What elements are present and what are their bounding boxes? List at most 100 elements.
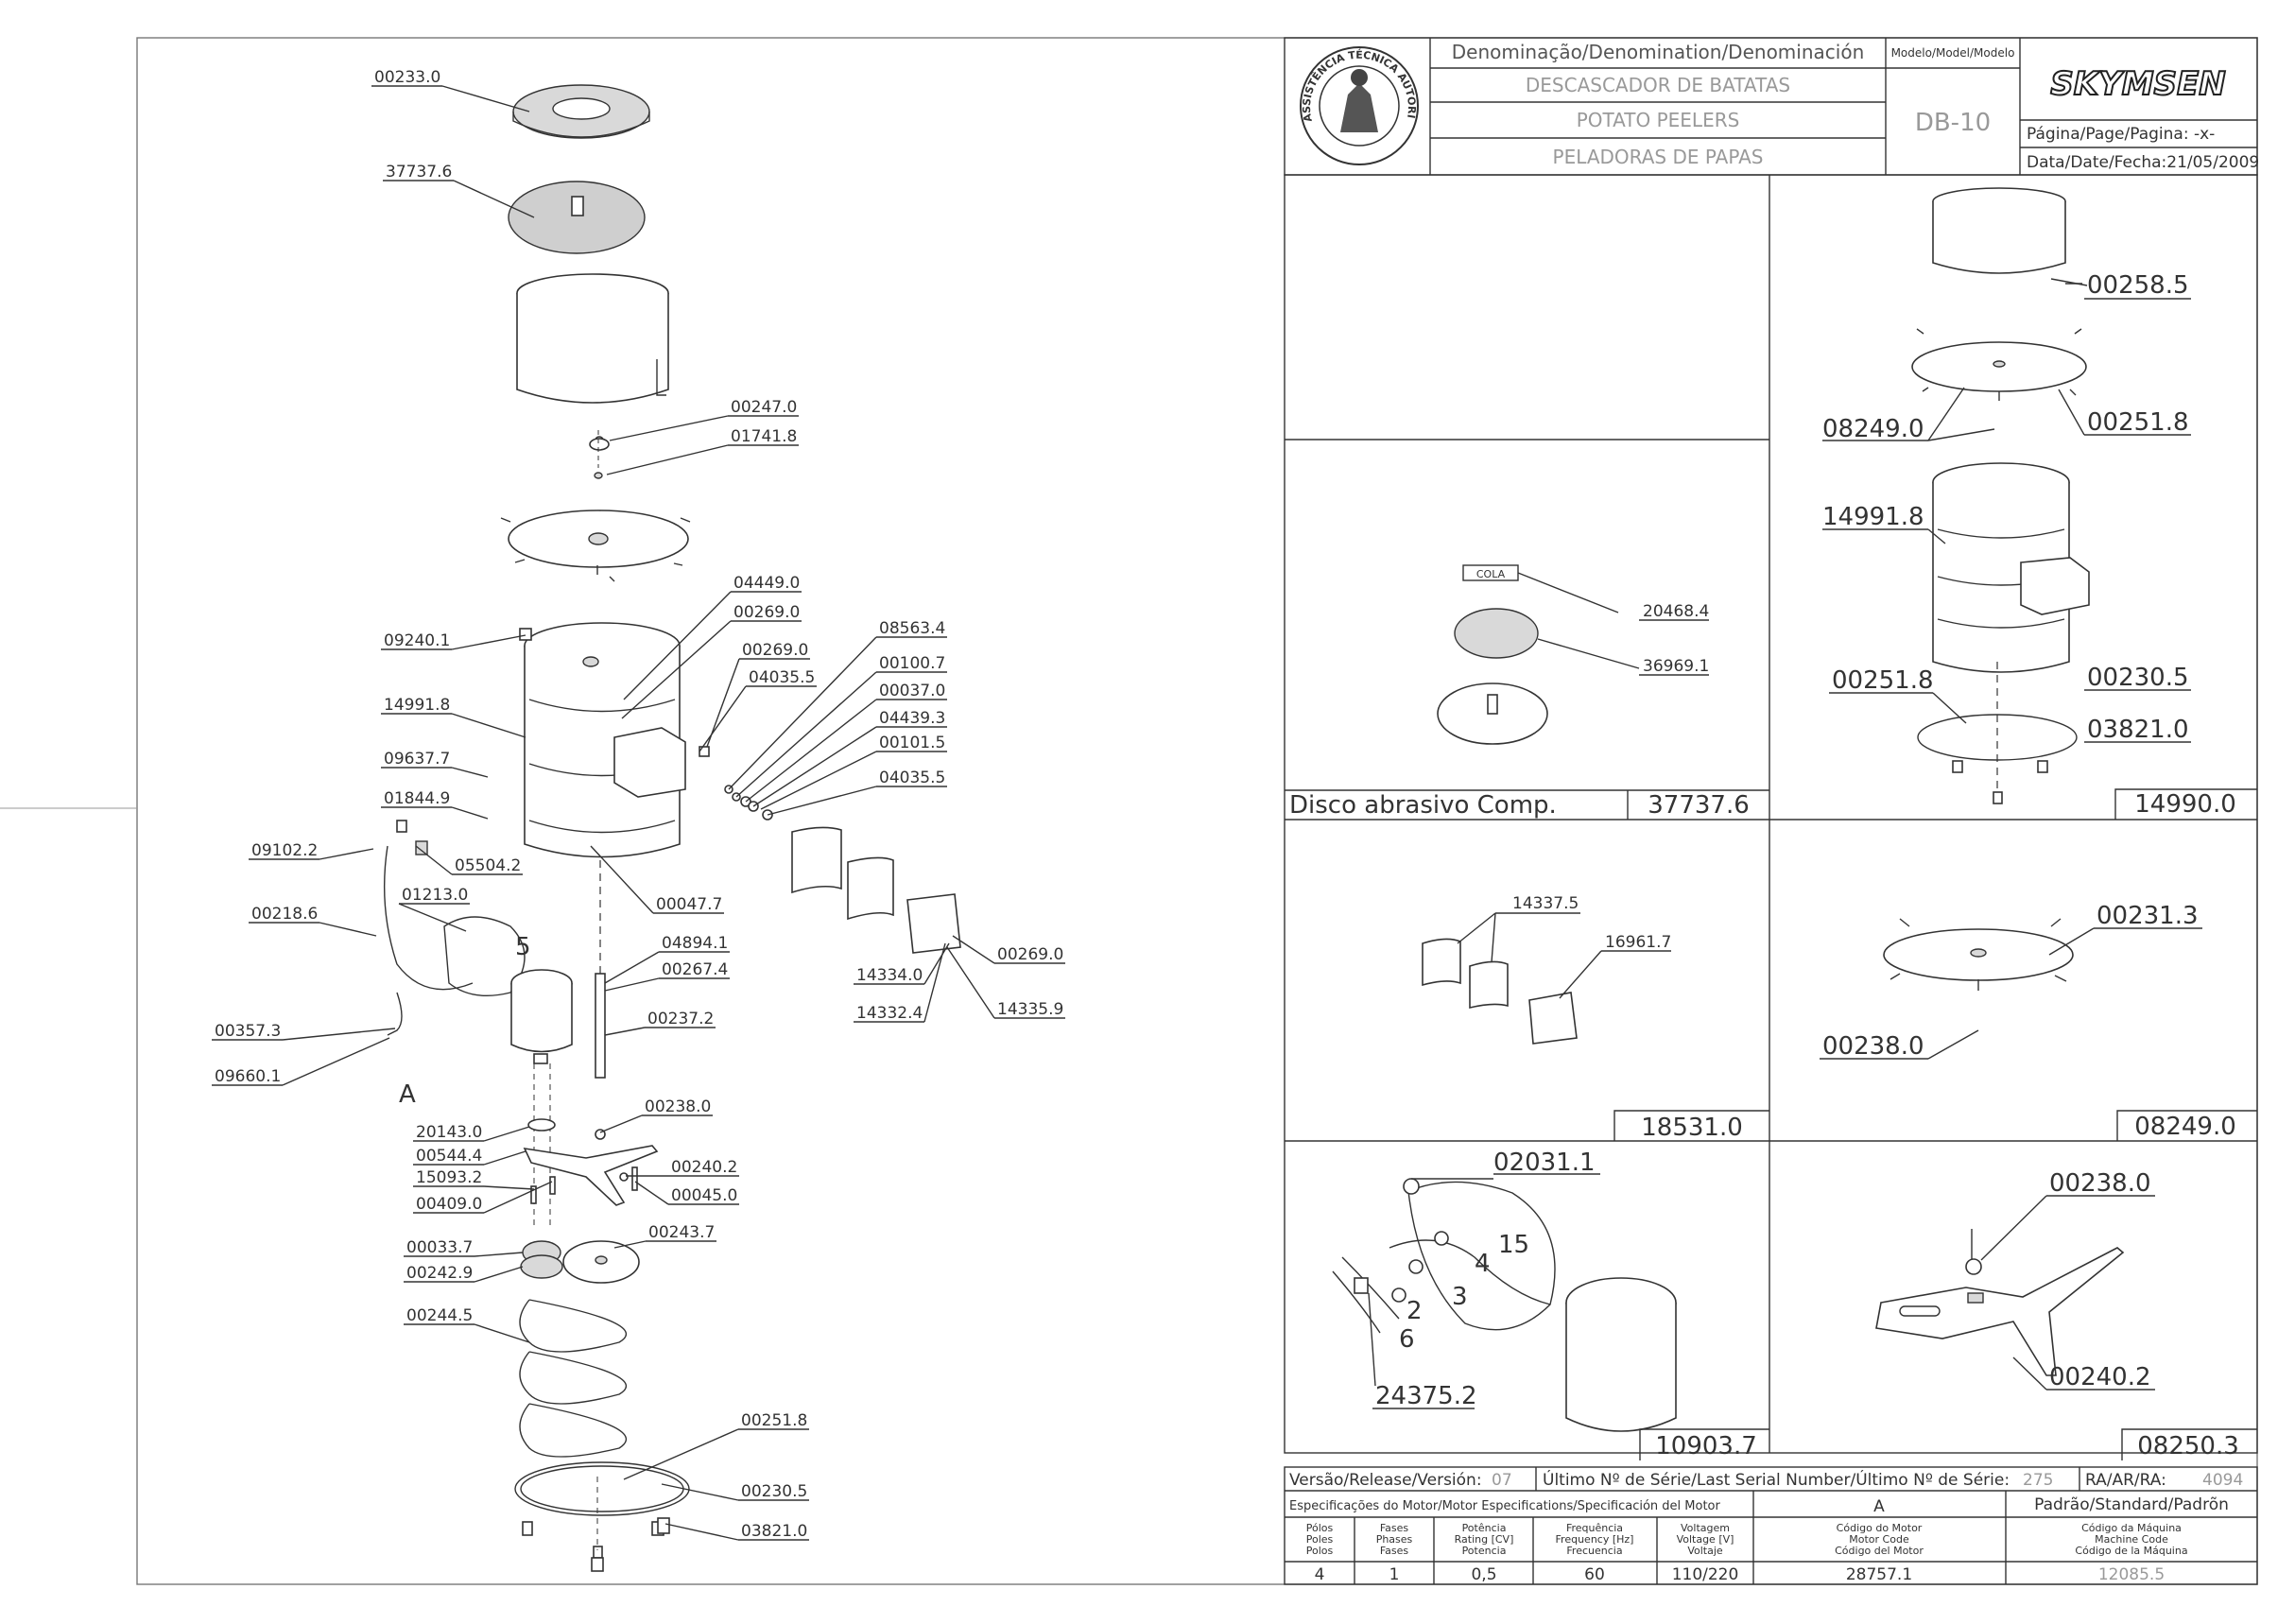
part-callout-14: 09637.7: [384, 750, 450, 769]
callout-leader-41: [613, 1240, 647, 1249]
p08250-label-2: 00240.2: [2049, 1363, 2151, 1391]
callout-leader-34: [483, 1126, 530, 1142]
exploded-view: [383, 84, 961, 1572]
svg-text:Pólos: Pólos: [1306, 1522, 1334, 1534]
title-block: ASSISTÊNCIA TÉCNICA AUTORIZADA Denominaç…: [0, 0, 2259, 176]
svg-text:Poles: Poles: [1306, 1533, 1334, 1546]
part-callout-7: 00269.0: [742, 641, 808, 660]
part-callout-4: 04449.0: [733, 574, 800, 593]
part-callout-3: 01741.8: [731, 427, 797, 446]
part-callout-29: 00237.2: [647, 1010, 714, 1028]
motor-col-poles: Pólos Poles Polos 4: [1306, 1522, 1334, 1584]
p18531-label-1: 14337.5: [1512, 894, 1579, 913]
p14990-label-6: 00230.5: [2087, 664, 2189, 692]
part-callout-6: 09240.1: [384, 631, 450, 650]
svg-text:Potência: Potência: [1462, 1522, 1507, 1534]
svg-text:Fases: Fases: [1380, 1545, 1409, 1557]
p08250-code: 08250.3: [2137, 1432, 2239, 1460]
date-label: Data/Date/Fecha:21/05/2009: [2027, 153, 2259, 172]
callout-leader-28: [282, 1028, 396, 1041]
p14990-code: 14990.0: [2134, 790, 2236, 819]
release-table: Versão/Release/Versión: 07 Último Nº de …: [1284, 1466, 2258, 1585]
svg-text:Voltaje: Voltaje: [1687, 1545, 1723, 1557]
callout-leader-21: [398, 903, 467, 932]
callout-leader-40: [483, 1181, 553, 1214]
part-callout-40: 00409.0: [416, 1195, 482, 1214]
p18531-label-2: 16961.7: [1605, 933, 1671, 952]
product-name-es: PELADORAS DE PAPAS: [1553, 146, 1764, 168]
p10903-label-3: 4: [1475, 1250, 1491, 1278]
callout-leader-45: [623, 1428, 739, 1480]
serial-value: 275: [2023, 1471, 2053, 1490]
callout-leader-6: [451, 634, 526, 650]
svg-text:1: 1: [1389, 1565, 1400, 1584]
denomination-label: Denominação/Denomination/Denominación: [1452, 41, 1865, 63]
callout-leader-26: [923, 942, 950, 985]
svg-text:ASSISTÊNCIA TÉCNICA AUTORIZADA: ASSISTÊNCIA TÉCNICA AUTORIZADA: [0, 0, 1418, 123]
model-label: Modelo/Model/Modelo: [1891, 46, 2015, 60]
callout-leader-39: [634, 1181, 669, 1205]
part-callout-1: 37737.6: [386, 163, 452, 181]
p08249-label-2: 00238.0: [1822, 1032, 1924, 1061]
p14990-label-5: 00251.8: [1832, 666, 1934, 695]
motor-col-phases: Fases Phases Fases 1: [1376, 1522, 1413, 1584]
p10903-label-6: 3: [1452, 1283, 1468, 1311]
disc-label-2: 36969.1: [1643, 657, 1709, 676]
serial-label: Último Nº de Série/Last Serial Number/Úl…: [1543, 1469, 2010, 1490]
callout-leader-2: [609, 415, 729, 441]
callout-leader-11: [451, 713, 526, 738]
callout-leader-4: [623, 591, 732, 700]
disc-panel-title: Disco abrasivo Comp.: [1289, 791, 1557, 820]
p14990-label-7: 03821.0: [2087, 716, 2189, 744]
ra-label: RA/AR/RA:: [2085, 1471, 2166, 1490]
callout-leader-8: [699, 685, 747, 752]
callout-leader-16: [767, 786, 877, 816]
part-callout-0: 00233.0: [374, 68, 440, 87]
version-label: Versão/Release/Versión:: [1289, 1471, 1482, 1490]
callout-leader-42: [474, 1252, 524, 1257]
part-callout-9: 08563.4: [879, 619, 945, 638]
part-callout-17: 01844.9: [384, 789, 450, 808]
svg-text:Frecuencia: Frecuencia: [1566, 1545, 1622, 1557]
sheet-border: [136, 37, 2258, 1585]
callout-leader-18: [319, 848, 374, 860]
svg-text:0,5: 0,5: [1471, 1565, 1496, 1584]
detail-panels-grid: [1284, 174, 2258, 1454]
part-callout-44: 00244.5: [406, 1306, 473, 1325]
callout-leader-9: [728, 636, 877, 790]
part-callout-21: 01213.0: [402, 886, 468, 905]
callout-leader-29: [604, 1027, 646, 1036]
part-callout-2: 00247.0: [731, 398, 797, 417]
model-value: DB-10: [1915, 109, 1991, 137]
callout-leader-38: [483, 1185, 535, 1190]
panel-08249: 00231.3 00238.0 08249.0: [1820, 902, 2257, 1141]
callout-leader-3: [606, 444, 729, 475]
part-callout-41: 00243.7: [648, 1223, 715, 1242]
svg-text:Frequência: Frequência: [1566, 1522, 1623, 1534]
part-callout-19: 05504.2: [455, 856, 521, 875]
svg-text:Fases: Fases: [1380, 1522, 1409, 1534]
part-callout-45: 00251.8: [741, 1411, 807, 1430]
motor-col-frequency: Frequência Frequency [Hz] Frecuencia 60: [1556, 1522, 1634, 1584]
p14990-label-4: 14991.8: [1822, 503, 1924, 531]
part-callout-34: 20143.0: [416, 1123, 482, 1142]
brand-logo: SKYMSEN: [2050, 65, 2225, 103]
part-callout-25: 00267.4: [662, 960, 728, 979]
part-callout-10: 00100.7: [879, 654, 945, 673]
part-callout-23: 5: [515, 933, 531, 961]
motor-col-rating: Potência Rating [CV] Potencia 0,5: [1455, 1522, 1514, 1584]
product-name-en: POTATO PEELERS: [1577, 109, 1740, 131]
ra-value: 4094: [2202, 1471, 2243, 1490]
part-callout-42: 00033.7: [406, 1238, 473, 1257]
product-name-pt: DESCASCADOR DE BATATAS: [1526, 74, 1790, 96]
part-callout-8: 04035.5: [749, 668, 815, 687]
part-callout-47: 03821.0: [741, 1522, 807, 1541]
svg-text:Voltage [V]: Voltage [V]: [1677, 1533, 1734, 1546]
p10903-label-5: 2: [1406, 1297, 1423, 1325]
svg-text:Potencia: Potencia: [1462, 1545, 1507, 1557]
p10903-code: 10903.7: [1655, 1432, 1757, 1460]
part-callout-18: 09102.2: [251, 841, 318, 860]
svg-text:60: 60: [1584, 1565, 1605, 1584]
callout-leader-0: [441, 85, 530, 112]
part-callout-27: 00269.0: [997, 945, 1063, 964]
